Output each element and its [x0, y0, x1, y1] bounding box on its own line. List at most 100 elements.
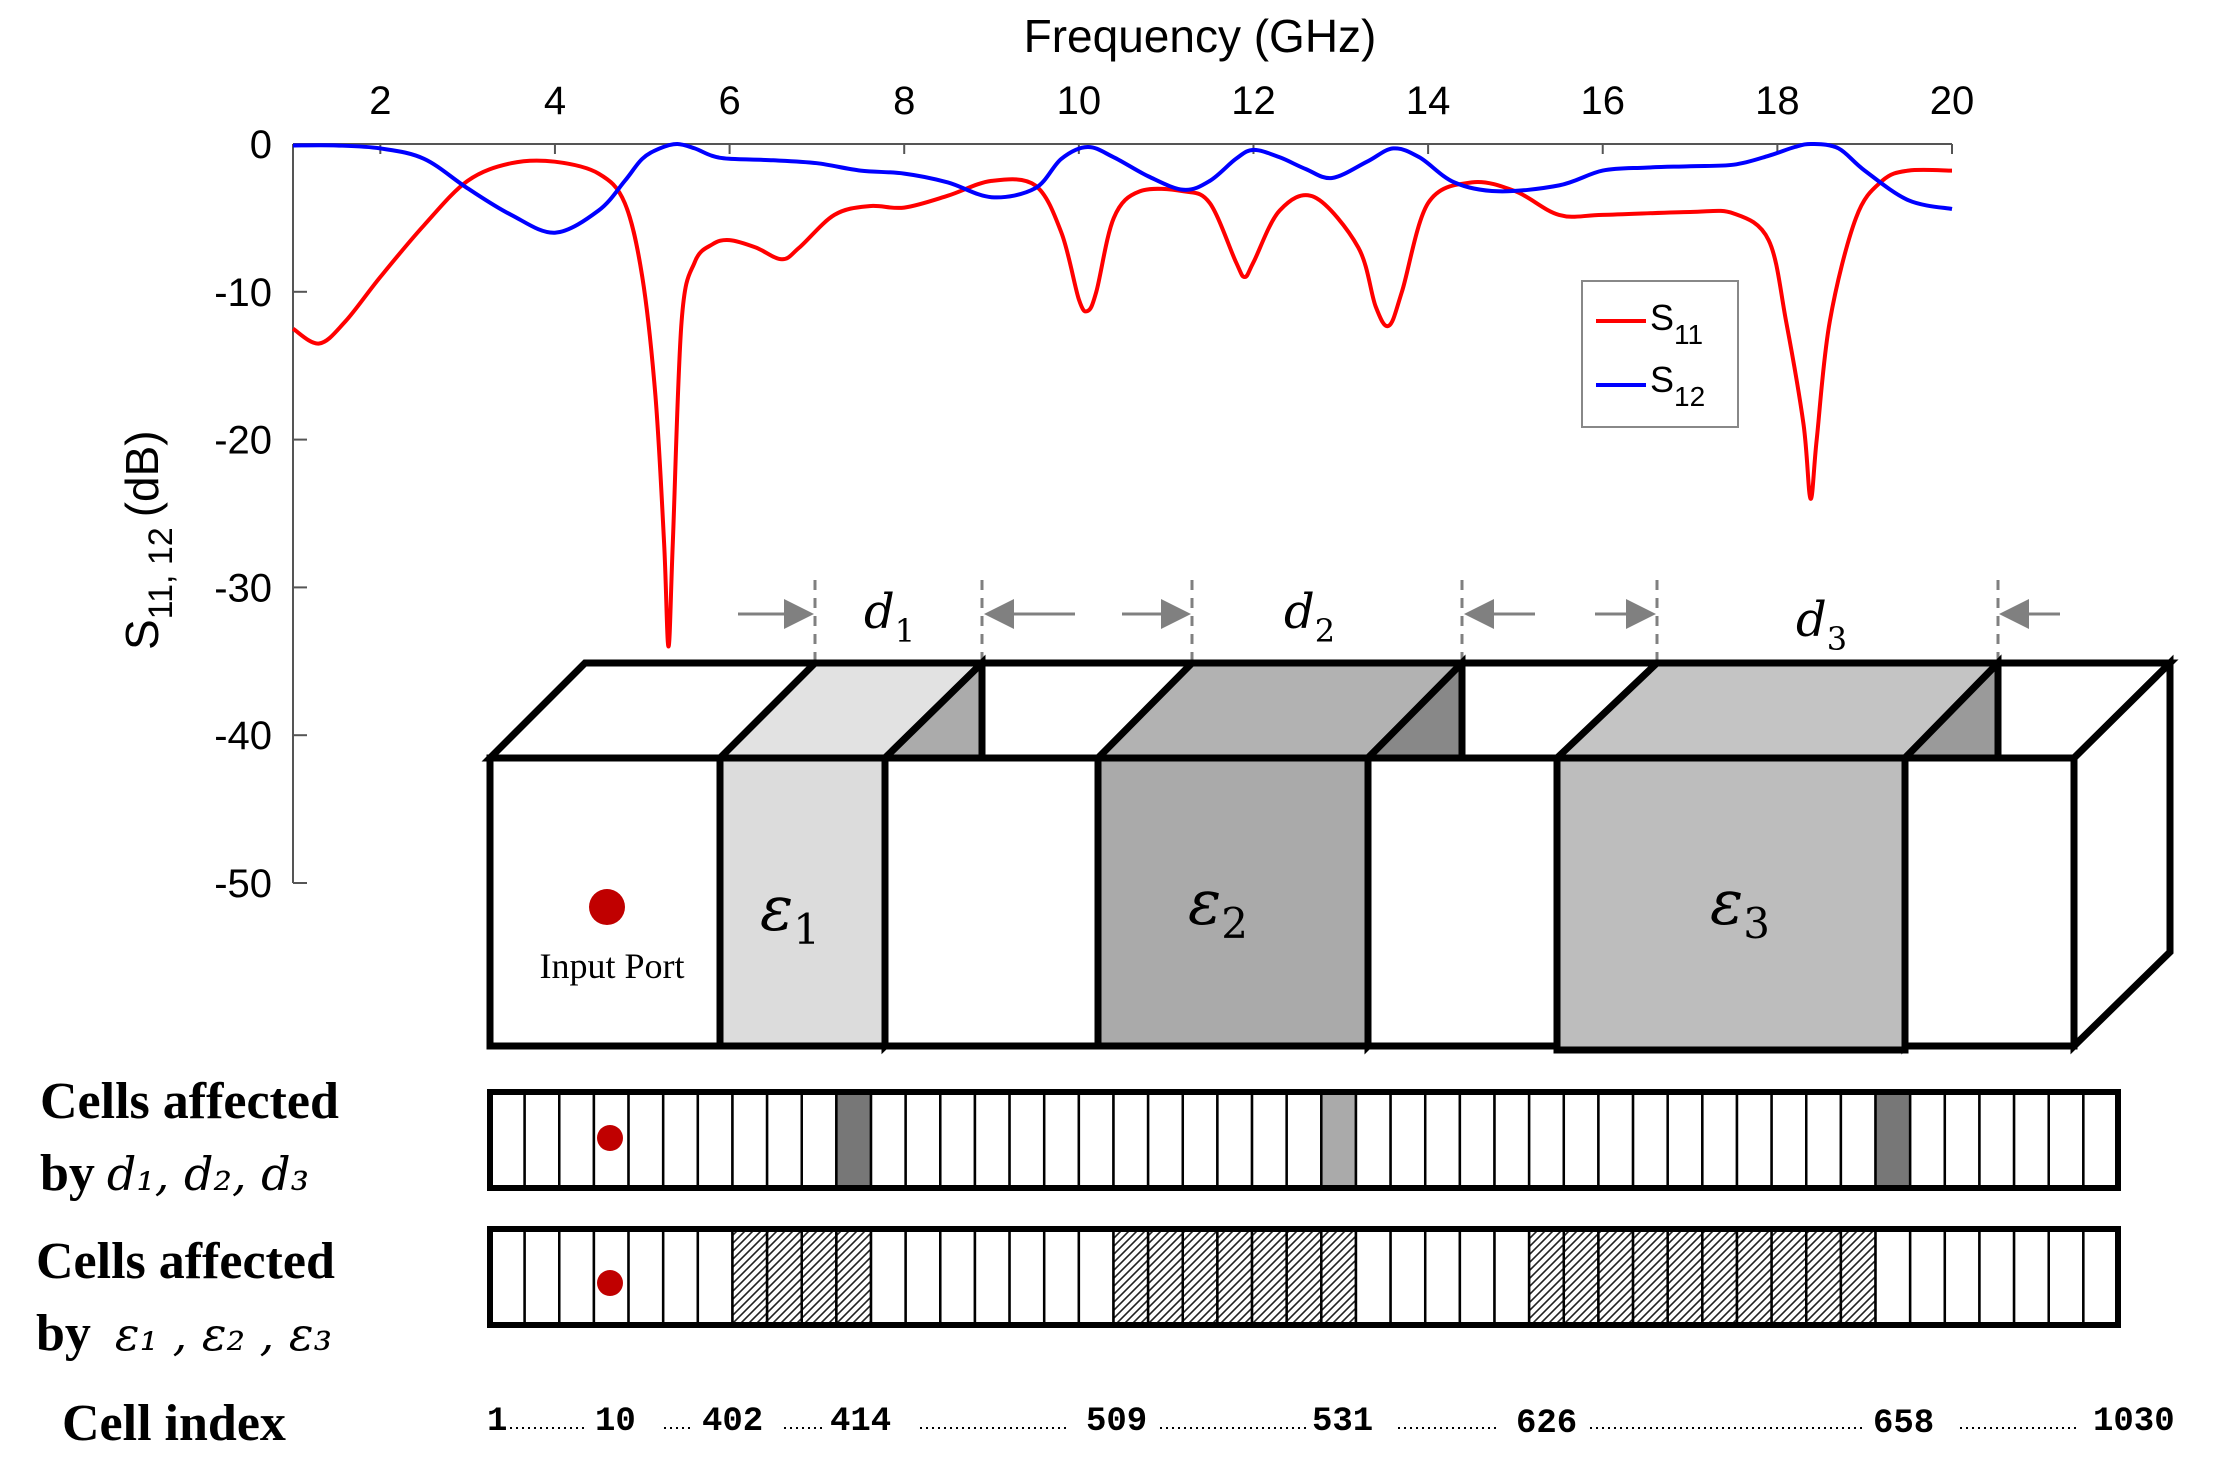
cell: [1562, 1090, 1600, 1190]
cell: [661, 1090, 700, 1190]
cell: [1285, 1090, 1323, 1190]
cell: [1423, 1090, 1462, 1190]
input-port-cell-dot: [597, 1125, 623, 1151]
cell: [765, 1090, 803, 1190]
dimension-markers: [738, 580, 2060, 660]
x-tick-18: 18: [1755, 79, 1800, 123]
cell: [1354, 1227, 1392, 1327]
x-tick-16: 16: [1580, 79, 1625, 123]
cell-index-10: 10: [595, 1403, 636, 1441]
cell: [1112, 1090, 1150, 1190]
eps3-label: ε3: [1710, 866, 1770, 948]
cell: [558, 1227, 596, 1327]
cell: [523, 1090, 561, 1190]
cell: [558, 1090, 596, 1190]
cell: [1042, 1227, 1081, 1327]
cell: [1666, 1090, 1704, 1190]
cell-index-626: 626: [1516, 1405, 1577, 1443]
cell: [1874, 1090, 1912, 1190]
cell: [1008, 1227, 1046, 1327]
row1-label-line1: Cells affected: [40, 1073, 339, 1130]
row2-label-line1: Cells affected: [36, 1233, 335, 1290]
y-tick--10: -10: [214, 271, 272, 315]
d1-label: d1: [864, 584, 915, 650]
cell: [1008, 1090, 1046, 1190]
cell: [1458, 1227, 1496, 1327]
cell: [696, 1090, 734, 1190]
cell: [2012, 1227, 2050, 1327]
cell-index-1030: 1030: [2093, 1403, 2175, 1441]
cell: [2012, 1090, 2050, 1190]
eps3-front-face: [1553, 754, 1909, 1054]
cell: [627, 1090, 665, 1190]
legend-s12-label: S12: [1650, 359, 1705, 412]
cell: [1181, 1227, 1219, 1327]
cell: [731, 1227, 769, 1327]
cell: [523, 1227, 561, 1327]
cell: [661, 1227, 700, 1327]
cell-strip-border: [487, 1226, 2121, 1328]
cell: [1839, 1090, 1877, 1190]
eps1-front-face: [716, 754, 889, 1050]
input-port-cell-dot: [597, 1270, 623, 1296]
cell: [1250, 1227, 1288, 1327]
cell: [1597, 1227, 1635, 1327]
cell-index-531: 531: [1312, 1403, 1373, 1441]
cells-row-eps: [487, 1226, 2121, 1328]
cell: [1770, 1227, 1808, 1327]
y-tick-labels: 0-10-20-30-40-50: [214, 123, 272, 906]
cell: [1735, 1090, 1773, 1190]
y-tick--50: -50: [214, 862, 272, 906]
y-axis-title-unit: (dB): [116, 430, 168, 517]
cell: [1389, 1090, 1427, 1190]
cell: [1874, 1227, 1912, 1327]
cell: [1458, 1090, 1496, 1190]
cell: [1389, 1227, 1427, 1327]
x-tick-10: 10: [1057, 79, 1102, 123]
cell: [1493, 1090, 1531, 1190]
cell: [488, 1227, 526, 1327]
cell: [835, 1227, 873, 1327]
cell: [1839, 1227, 1877, 1327]
cell: [1943, 1090, 1981, 1190]
y-tick-0: 0: [250, 123, 272, 167]
cell: [1423, 1227, 1462, 1327]
cell: [488, 1090, 526, 1190]
cell: [1562, 1227, 1600, 1327]
cell-index-509: 509: [1086, 1403, 1147, 1441]
cell: [2082, 1227, 2120, 1327]
x-tick-8: 8: [893, 79, 915, 123]
cell: [1978, 1090, 2016, 1190]
cell: [1978, 1227, 2016, 1327]
cell: [731, 1090, 769, 1190]
cell-index-values: 1 10 402 414 509 531 626 658 1030: [487, 1403, 2175, 1443]
input-port-label: Input Port: [539, 946, 684, 986]
cell: [627, 1227, 665, 1327]
cell: [1216, 1090, 1254, 1190]
d3-label: d3: [1796, 592, 1847, 658]
eps2-front-face: [1094, 754, 1372, 1050]
legend-box: [1581, 280, 1739, 428]
x-tick-20: 20: [1930, 79, 1975, 123]
y-tick--20: -20: [214, 419, 272, 463]
cell: [696, 1227, 734, 1327]
cell: [1735, 1227, 1773, 1327]
x-tick-6: 6: [718, 79, 740, 123]
cell: [2047, 1227, 2085, 1327]
cell: [2082, 1090, 2120, 1190]
legend-s11-label: S11: [1650, 297, 1703, 350]
y-axis-title-sub: 11, 12: [142, 527, 180, 619]
series-s12-line: [292, 141, 1953, 235]
cell: [1527, 1090, 1566, 1190]
x-tick-12: 12: [1231, 79, 1276, 123]
cells-row-d: [487, 1089, 2121, 1191]
cell: [1805, 1227, 1843, 1327]
cell: [904, 1227, 942, 1327]
x-axis-title: Frequency (GHz): [1024, 10, 1377, 62]
cell: [973, 1227, 1011, 1327]
cell: [939, 1227, 977, 1327]
